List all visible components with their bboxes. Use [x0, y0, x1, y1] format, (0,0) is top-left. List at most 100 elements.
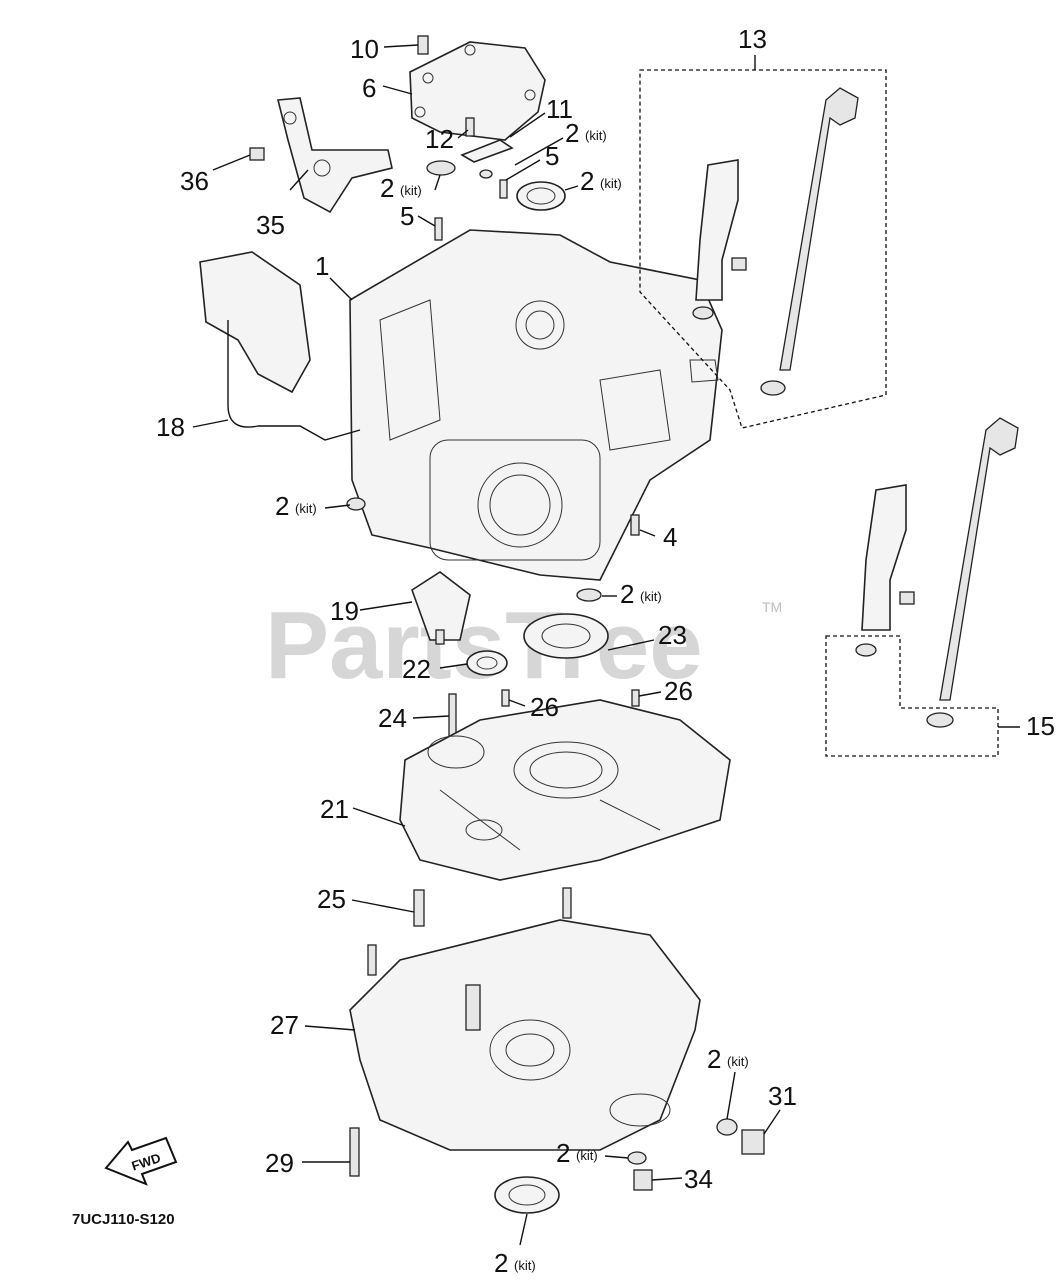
part-oring-mid: [576, 588, 602, 602]
callout-number: 2: [565, 118, 579, 148]
callout-number: 10: [350, 34, 379, 64]
part-dipstick-15: [939, 417, 1019, 701]
callout-c2e: 2 (kit): [620, 579, 662, 609]
part-plate-19: [411, 571, 471, 641]
part-oil-seal-top: [516, 181, 566, 211]
callout-number: 2: [556, 1138, 570, 1168]
fwd-arrow: FWD: [104, 1136, 178, 1186]
part-dowel-5a: [499, 179, 508, 199]
callout-c13: 13: [738, 24, 767, 54]
callout-c12: 12: [425, 124, 454, 154]
part-top-cover: [409, 41, 546, 141]
callout-number: 2: [707, 1044, 721, 1074]
part-bolt-12: [465, 117, 475, 137]
callout-number: 19: [330, 596, 359, 626]
callout-number: 34: [684, 1164, 713, 1194]
callout-c35: 35: [256, 210, 285, 240]
callout-number: 15: [1026, 711, 1055, 741]
part-small-oring: [479, 169, 493, 179]
callout-number: 5: [400, 201, 414, 231]
part-pin-24: [448, 693, 457, 739]
callout-c36: 36: [180, 166, 209, 196]
callout-number: 24: [378, 703, 407, 733]
callout-c2a: 2 (kit): [565, 118, 607, 148]
callout-c23: 23: [658, 620, 687, 650]
callout-kit-label: (kit): [640, 589, 662, 604]
callout-c5a: 5: [545, 141, 559, 171]
callout-number: 29: [265, 1148, 294, 1178]
fwd-arrow-icon: [104, 1136, 178, 1186]
parts-illustration: [199, 35, 1019, 1214]
callout-kit-label: (kit): [295, 501, 317, 516]
callout-kit-label: (kit): [727, 1054, 749, 1069]
part-bracket-35: [276, 97, 393, 214]
callout-c11: 11: [546, 94, 573, 124]
part-washer-34: [627, 1151, 647, 1165]
leader-lines: [192, 44, 1020, 1246]
part-bolt-29: [349, 1127, 360, 1177]
callout-c26b: 26: [664, 676, 693, 706]
callout-number: 18: [156, 412, 185, 442]
callout-number: 35: [256, 210, 285, 240]
part-breather: [199, 251, 311, 394]
callout-number: 12: [425, 124, 454, 154]
callout-c26a: 26: [530, 692, 559, 722]
callout-number: 6: [362, 73, 376, 103]
callout-number: 31: [768, 1081, 797, 1111]
callout-number: 26: [664, 676, 693, 706]
callout-number: 2: [620, 579, 634, 609]
callout-number: 23: [658, 620, 687, 650]
callout-kit-label: (kit): [585, 128, 607, 143]
callout-number: 1: [315, 251, 329, 281]
callout-kit-label: (kit): [600, 176, 622, 191]
callout-c4: 4: [663, 522, 677, 552]
watermark-trademark: TM: [762, 599, 782, 615]
callout-c34: 34: [684, 1164, 713, 1194]
part-bearing-bottom: [494, 1176, 560, 1214]
part-seal-22: [466, 650, 508, 676]
callout-c19: 19: [330, 596, 359, 626]
part-dipstick-13: [779, 87, 859, 371]
callout-number: 2: [494, 1248, 508, 1278]
callout-c2b: 2 (kit): [380, 173, 422, 203]
callout-number: 2: [380, 173, 394, 203]
part-dowel-5b: [434, 217, 443, 241]
callout-c2d: 2 (kit): [275, 491, 317, 521]
callout-number: 5: [545, 141, 559, 171]
callout-c2g: 2(kit): [556, 1138, 598, 1168]
part-washer-31: [716, 1118, 738, 1136]
part-bolt-10: [417, 35, 429, 55]
callout-c5b: 5: [400, 201, 414, 231]
part-dowel-4: [630, 514, 640, 536]
part-plate-21: [399, 699, 731, 881]
part-dipstick-tube-13: [695, 159, 739, 301]
group-frame-15: [825, 635, 999, 757]
callout-c29: 29: [265, 1148, 294, 1178]
callout-c1: 1: [315, 251, 329, 281]
callout-c2c: 2(kit): [580, 166, 622, 196]
callout-number: 26: [530, 692, 559, 722]
callout-number: 2: [275, 491, 289, 521]
callout-number: 27: [270, 1010, 299, 1040]
diagram-code: 7UCJ110-S120: [72, 1211, 175, 1228]
callout-c18: 18: [156, 412, 185, 442]
callout-c2h: 2 (kit): [494, 1248, 536, 1278]
part-pin-26b: [631, 689, 640, 707]
part-crankcase: [349, 229, 723, 581]
part-plate-11: [460, 139, 514, 163]
callout-c24: 24: [378, 703, 407, 733]
callout-number: 4: [663, 522, 677, 552]
callout-c6: 6: [362, 73, 376, 103]
part-plug-34: [633, 1169, 653, 1191]
group-frame-13: [639, 69, 887, 429]
part-dipstick-tube-15: [861, 484, 907, 631]
part-bolt-25: [413, 889, 425, 927]
callout-kit-label: (kit): [400, 183, 422, 198]
part-hose-18: [227, 320, 361, 441]
callout-c22: 22: [402, 654, 431, 684]
callout-number: 21: [320, 794, 349, 824]
part-pin-26a: [501, 689, 510, 707]
callout-number: 36: [180, 166, 209, 196]
callout-kit-label: (kit): [514, 1258, 536, 1273]
